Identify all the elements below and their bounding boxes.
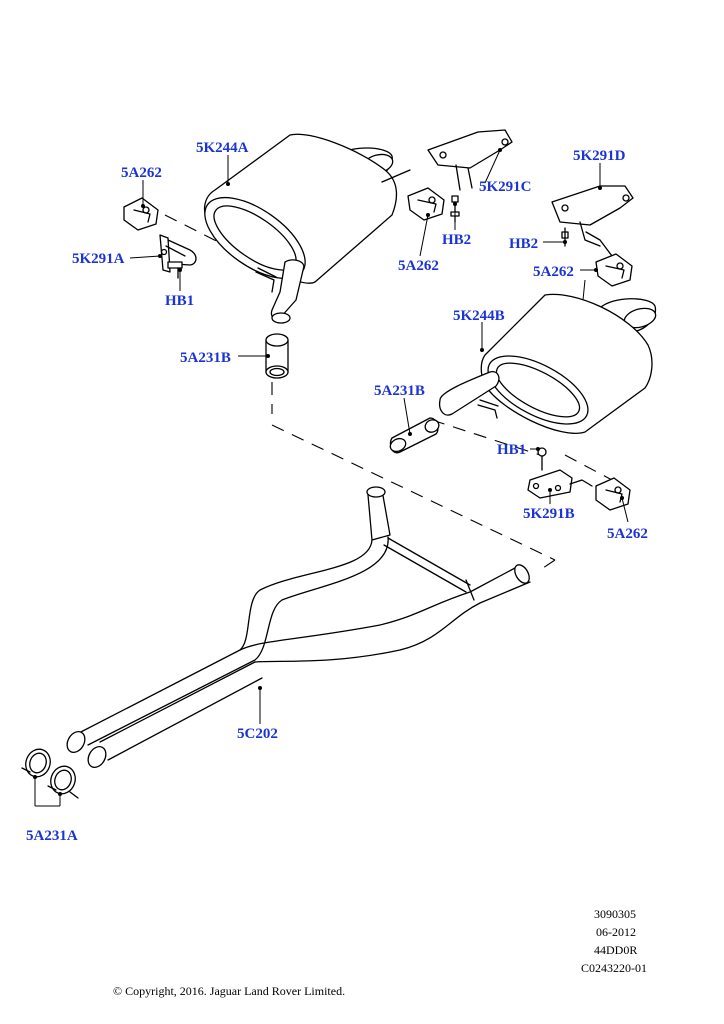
reference-code: 44DD0R bbox=[594, 943, 637, 957]
label-5k291a[interactable]: 5K291A bbox=[72, 251, 125, 267]
label-5a262-center[interactable]: 5A262 bbox=[398, 258, 439, 274]
label-5k291c[interactable]: 5K291C bbox=[479, 179, 532, 195]
label-5k291b[interactable]: 5K291B bbox=[523, 506, 575, 522]
bracket-5k291c[interactable] bbox=[381, 129, 513, 191]
diagram-reference-codes: 3090305 06-2012 44DD0R C0243220-01 bbox=[581, 907, 647, 975]
isolator-1[interactable] bbox=[123, 197, 159, 231]
isolator-2[interactable] bbox=[407, 187, 445, 221]
label-hb2-right[interactable]: HB2 bbox=[509, 236, 538, 252]
label-5k244b[interactable]: 5K244B bbox=[453, 308, 505, 324]
reference-date: 06-2012 bbox=[596, 925, 636, 939]
bolt-hb1-right[interactable] bbox=[537, 447, 547, 471]
reference-catalog: C0243220-01 bbox=[581, 961, 647, 975]
isolator-3[interactable] bbox=[595, 253, 633, 287]
label-5a262-right-upper[interactable]: 5A262 bbox=[533, 264, 574, 280]
muffler-right[interactable] bbox=[438, 293, 658, 438]
muffler-left[interactable] bbox=[191, 133, 398, 324]
label-hb1-left[interactable]: HB1 bbox=[165, 293, 194, 309]
label-5c202[interactable]: 5C202 bbox=[237, 726, 278, 742]
clamp-right-muffler[interactable] bbox=[388, 417, 441, 454]
label-5a262-top-left[interactable]: 5A262 bbox=[121, 165, 162, 181]
isolator-4[interactable] bbox=[595, 477, 631, 511]
label-5a231b-left[interactable]: 5A231B bbox=[180, 350, 231, 366]
front-pipe[interactable] bbox=[64, 486, 533, 771]
label-5a231a[interactable]: 5A231A bbox=[26, 828, 78, 844]
label-5k244a[interactable]: 5K244A bbox=[196, 140, 249, 156]
bolt-hb1-left[interactable] bbox=[167, 261, 183, 279]
label-5a262-right-lower[interactable]: 5A262 bbox=[607, 526, 648, 542]
clamp-left-muffler[interactable] bbox=[265, 333, 289, 379]
part-labels: 5K244A 5A262 5K291A HB1 5A231B 5K291C HB… bbox=[26, 140, 648, 844]
bracket-5k291d[interactable] bbox=[551, 185, 634, 257]
reference-number: 3090305 bbox=[594, 907, 636, 921]
label-5a231b-right[interactable]: 5A231B bbox=[374, 383, 425, 399]
clamps-front[interactable] bbox=[21, 746, 79, 799]
label-hb1-right[interactable]: HB1 bbox=[497, 442, 526, 458]
leader-lines bbox=[33, 148, 629, 807]
label-hb2-upper[interactable]: HB2 bbox=[442, 232, 471, 248]
label-5k291d[interactable]: 5K291D bbox=[573, 148, 626, 164]
copyright-notice: © Copyright, 2016. Jaguar Land Rover Lim… bbox=[113, 984, 345, 998]
bracket-5k291b[interactable] bbox=[527, 469, 593, 499]
